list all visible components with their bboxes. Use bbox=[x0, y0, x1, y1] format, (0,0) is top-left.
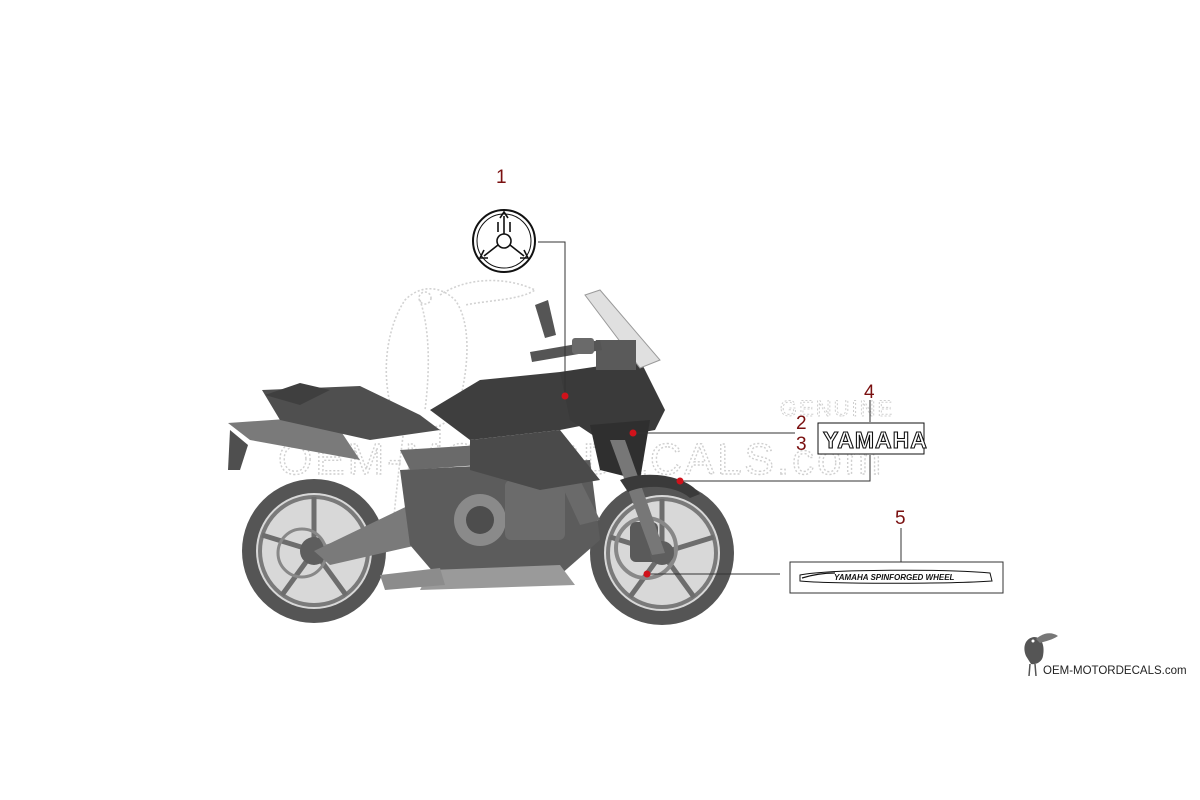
callout-number-1: 1 bbox=[496, 167, 507, 188]
toucan-bird-icon bbox=[1024, 633, 1058, 677]
callout-number-5: 5 bbox=[895, 508, 906, 529]
yamaha-lettering-decal: YAMAHA bbox=[817, 422, 928, 455]
marker-dot-1 bbox=[561, 392, 569, 400]
motorcycle-illustration bbox=[228, 289, 734, 625]
callout-number-3: 3 bbox=[796, 434, 807, 455]
marker-dot-3 bbox=[676, 477, 684, 485]
leader-lines bbox=[538, 241, 902, 575]
tail-section bbox=[228, 383, 440, 470]
marker-dots bbox=[561, 392, 684, 578]
frame bbox=[400, 440, 600, 525]
front-fairing bbox=[560, 289, 665, 480]
logo-text: OEM-MOTORDECALS.com bbox=[1043, 665, 1187, 677]
site-logo: OEM-MOTORDECALS.com bbox=[1024, 633, 1187, 677]
spinforged-wheel-decal: YAMAHA SPINFORGED WHEEL bbox=[789, 561, 1004, 594]
callout-number-2: 2 bbox=[796, 413, 807, 434]
handlebar bbox=[530, 300, 602, 362]
watermark-genuine-text: GENUINE bbox=[780, 396, 894, 421]
marker-dot-2 bbox=[629, 429, 637, 437]
yamaha-lettering-text: YAMAHA bbox=[823, 427, 928, 453]
leader-line-1 bbox=[538, 241, 566, 396]
front-fork bbox=[610, 440, 665, 555]
marker-dot-5 bbox=[643, 570, 651, 578]
engine bbox=[380, 460, 600, 590]
wheel-decal-text: YAMAHA SPINFORGED WHEEL bbox=[834, 573, 955, 582]
leader-line-3 bbox=[680, 455, 871, 482]
side-panel bbox=[470, 430, 600, 490]
callout-number-4: 4 bbox=[864, 382, 875, 403]
yamaha-tuning-fork-emblem-icon bbox=[472, 209, 536, 273]
